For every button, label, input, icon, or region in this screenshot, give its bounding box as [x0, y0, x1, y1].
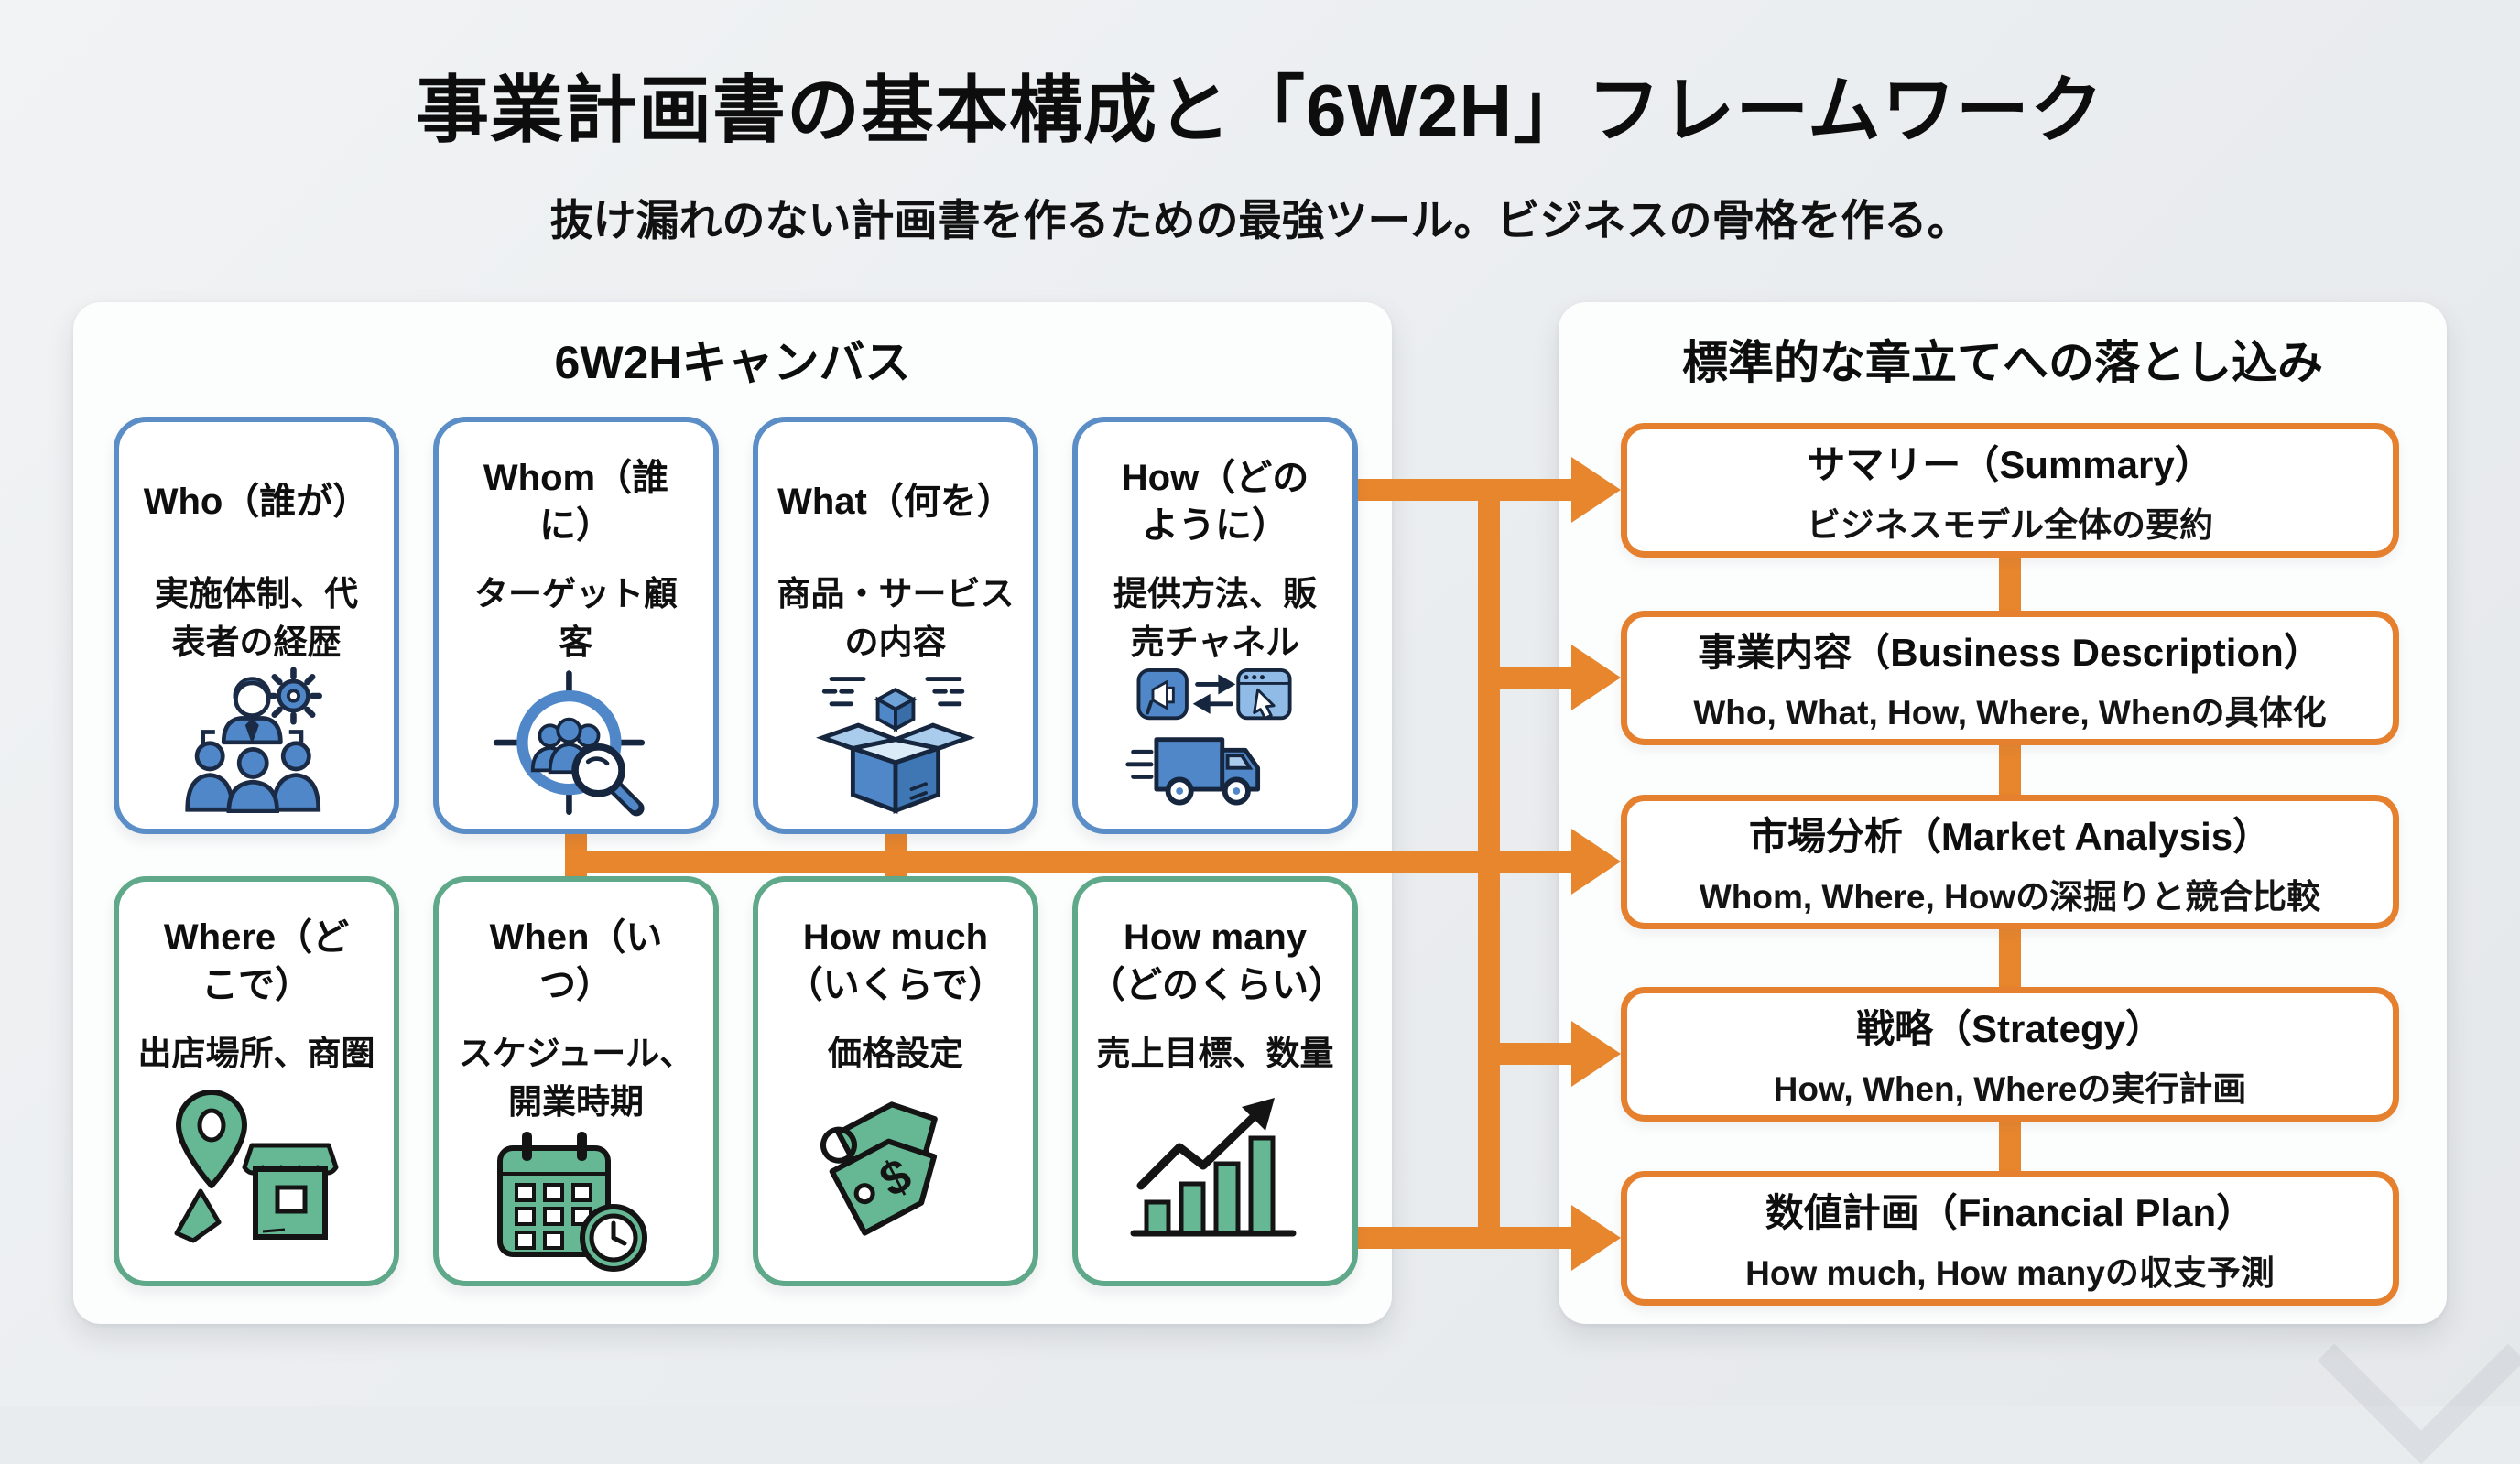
chapter-summary: サマリー（Summary） ビジネスモデル全体の要約: [1621, 423, 2399, 558]
chapters-panel-title: 標準的な章立てへの落とし込み: [1682, 337, 2323, 388]
card-how-much-desc: 価格設定: [828, 1035, 963, 1072]
card-whom-desc: ターゲット顧 客: [474, 575, 678, 661]
delivery-channel-icon: [1089, 667, 1341, 822]
chapter-business-title: 事業内容（Business Description）: [1698, 631, 2322, 674]
page-title: 事業計画書の基本構成と「6W2H」フレームワーク: [416, 70, 2104, 151]
card-what-desc: 商品・サービス の内容: [777, 575, 1015, 661]
price-tag-icon: $: [769, 1079, 1022, 1257]
page-subtitle: 抜け漏れのない計画書を作るための最強ツール。ビジネスの骨格を作る。: [549, 196, 1971, 244]
connector-to-business: [1500, 667, 1573, 689]
chapter-strategy-title: 戦略（Strategy）: [1855, 1007, 2165, 1050]
card-how-much-label: How much （いくらで）: [786, 917, 1005, 1005]
canvas-panel-title: 6W2Hキャンバス: [554, 337, 911, 388]
chapter-strategy-desc: How, When, Whereの実行計画: [1773, 1070, 2247, 1108]
card-when-label: When（い つ）: [489, 917, 663, 1005]
connector-chapter-3-4: [1999, 923, 2021, 995]
card-what: What（何を） 商品・サービス の内容: [753, 417, 1038, 834]
connector-midline-to-market: [565, 851, 1573, 873]
chapter-market-title: 市場分析（Market Analysis）: [1748, 815, 2272, 858]
chapter-business-description: 事業内容（Business Description） Who, What, Ho…: [1621, 611, 2399, 745]
card-when-desc: スケジュール、 開業時期: [458, 1035, 694, 1121]
card-who: Who（誰が） 実施体制、代 表者の経歴: [114, 417, 399, 834]
card-how-label: How（どの ように）: [1121, 458, 1309, 546]
card-how-many: How many （どのくらい） 売上目標、数量: [1072, 876, 1358, 1286]
arrowhead-financial-icon: [1571, 1205, 1621, 1271]
card-who-desc: 実施体制、代 表者の経歴: [155, 575, 358, 661]
team-icon: [130, 667, 383, 814]
chapter-summary-title: サマリー（Summary）: [1807, 443, 2213, 486]
arrowhead-business-icon: [1571, 645, 1621, 710]
card-how-many-label: How many （どのくらい）: [1089, 917, 1345, 1005]
chapter-financial-desc: How much, How manyの収支予測: [1745, 1254, 2275, 1292]
connector-chapter-1-2: [1999, 549, 2021, 619]
arrowhead-market-icon: [1571, 829, 1621, 895]
card-where: Where（ど こで） 出店場所、商圏: [114, 876, 399, 1286]
card-who-label: Who（誰が）: [143, 482, 370, 522]
calendar-clock-icon: [450, 1126, 702, 1291]
card-whom: Whom（誰 に） ターゲット顧 客: [433, 417, 719, 834]
card-how-many-desc: 売上目標、数量: [1096, 1035, 1334, 1072]
chapter-financial-plan: 数値計画（Financial Plan） How much, How manyの…: [1621, 1171, 2399, 1306]
arrowhead-summary-icon: [1571, 457, 1621, 523]
connector-chapter-4-5: [1999, 1115, 2021, 1179]
product-box-icon: [769, 667, 1022, 822]
connector-chapter-2-3: [1999, 737, 2021, 803]
chapter-financial-title: 数値計画（Financial Plan）: [1765, 1191, 2255, 1234]
chapter-summary-desc: ビジネスモデル全体の要約: [1807, 506, 2213, 544]
card-when: When（い つ） スケジュール、 開業時期: [433, 876, 719, 1286]
arrowhead-strategy-icon: [1571, 1021, 1621, 1087]
connector-how-to-summary: [1337, 479, 1573, 501]
growth-chart-icon: [1089, 1079, 1341, 1257]
connector-to-strategy: [1500, 1043, 1573, 1065]
card-where-label: Where（ど こで）: [163, 917, 350, 1005]
card-where-desc: 出店場所、商圏: [137, 1035, 375, 1072]
card-how: How（どの ように） 提供方法、販 売チャネル: [1072, 417, 1358, 834]
target-customer-icon: [450, 667, 702, 822]
chapter-market-desc: Whom, Where, Howの深掘りと競合比較: [1699, 878, 2321, 916]
card-how-much: How much （いくらで） 価格設定 $: [753, 876, 1038, 1286]
card-what-label: What（何を）: [777, 482, 1014, 522]
chapter-business-desc: Who, What, How, Where, Whenの具体化: [1693, 694, 2327, 732]
connector-howmany-to-financial: [1337, 1227, 1573, 1249]
location-store-icon: [130, 1079, 383, 1257]
card-how-desc: 提供方法、販 売チャネル: [1113, 575, 1317, 661]
chapter-market-analysis: 市場分析（Market Analysis） Whom, Where, Howの深…: [1621, 795, 2399, 929]
card-whom-label: Whom（誰 に）: [483, 458, 669, 546]
chapter-strategy: 戦略（Strategy） How, When, Whereの実行計画: [1621, 987, 2399, 1122]
